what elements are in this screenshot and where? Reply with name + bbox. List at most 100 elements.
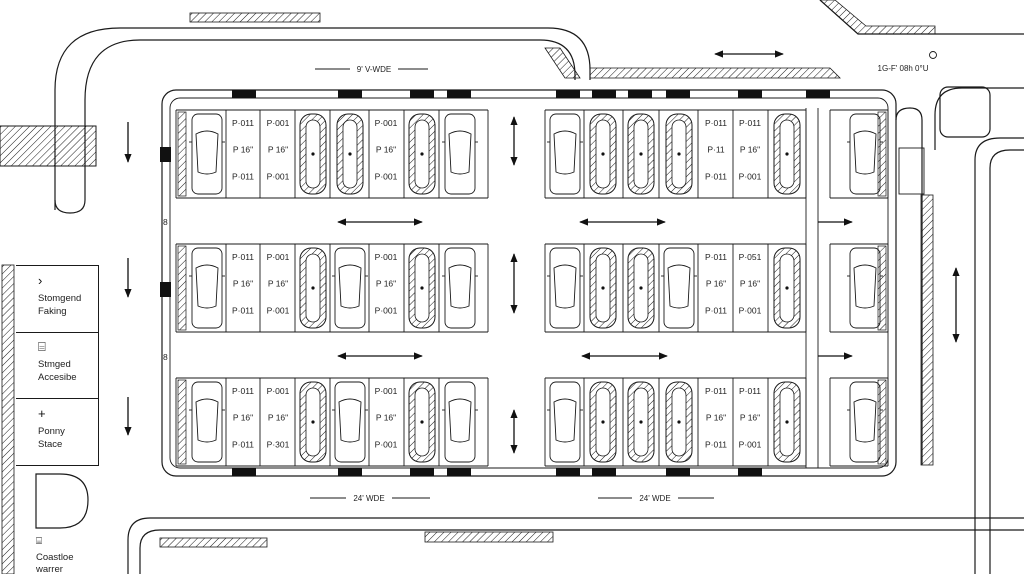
- legend-item-charging: ⌸ Coastloe warrer: [36, 536, 96, 576]
- hatched-side-band: [920, 194, 934, 466]
- car-icon: [444, 247, 476, 329]
- car-icon: [444, 113, 476, 195]
- stall-label: P 16": [740, 413, 760, 423]
- dimension-bottom-left: 24' WDE: [310, 494, 430, 503]
- legend-item-standard-parking: › Stomgend Faking: [16, 265, 99, 333]
- stall-label: P·301: [267, 439, 290, 449]
- legend-label: Stmged Accesibe: [38, 359, 77, 383]
- svg-text:24' WDE: 24' WDE: [353, 494, 384, 503]
- stall-label: P·11: [707, 145, 725, 155]
- stall-label: P·001: [375, 439, 398, 449]
- car-icon: [191, 381, 223, 463]
- dimension-bottom-right: 24' WDE: [598, 494, 714, 503]
- car-icon: [334, 381, 366, 463]
- stall-label: P 16": [706, 413, 726, 423]
- stall-label: P·001: [267, 118, 290, 128]
- stall-label: P·011: [232, 386, 254, 396]
- stall-label: P·011: [739, 118, 761, 128]
- stall-label: P·001: [375, 386, 398, 396]
- stall-label: P·011: [232, 439, 254, 449]
- stall-label: P 16": [233, 413, 253, 423]
- legend-item-accessible: ⌸ Stmged Accesibe: [16, 332, 99, 399]
- stall-label: P·011: [232, 171, 254, 181]
- stall-label: P·001: [375, 305, 398, 315]
- stall-label: P·001: [375, 118, 398, 128]
- dimension-top-right: 1G-F' 08h 0°U: [878, 64, 929, 73]
- stall-label: P·011: [705, 305, 727, 315]
- stall-label: P·011: [705, 386, 727, 396]
- survey-point: [929, 51, 937, 59]
- car-icon: [849, 113, 881, 195]
- stall-label: P 16": [706, 279, 726, 289]
- stall-label: P 16": [376, 145, 396, 155]
- car-icon: [334, 247, 366, 329]
- stall-label: P·001: [739, 171, 762, 181]
- svg-text:9' V-WDE: 9' V-WDE: [357, 65, 391, 74]
- stall-label: P 16": [233, 145, 253, 155]
- stall-label: P·011: [232, 118, 254, 128]
- car-icon: [549, 113, 581, 195]
- stall-label: P·001: [739, 439, 762, 449]
- svg-text:24' WDE: 24' WDE: [639, 494, 670, 503]
- car-icon: [849, 381, 881, 463]
- stall-label: P·011: [705, 118, 727, 128]
- stall-label: P·001: [267, 171, 290, 181]
- car-icon: [191, 113, 223, 195]
- chevron-icon: ›: [38, 273, 43, 288]
- hatched-corner: [819, 0, 936, 35]
- lamp-post-1: [160, 147, 171, 162]
- car-icon: [549, 247, 581, 329]
- stall-label: P 16": [268, 413, 288, 423]
- stall-label: P 16": [268, 279, 288, 289]
- hatched-legend-band: [1, 264, 15, 574]
- stall-label: P·001: [375, 252, 398, 262]
- charging-icon: ⌸: [36, 536, 42, 547]
- east-curb: [895, 107, 923, 465]
- car-icon: [663, 247, 695, 329]
- car-icon: [191, 247, 223, 329]
- stall-label: P·011: [739, 386, 761, 396]
- stall-label: P·001: [267, 305, 290, 315]
- stall-label: P·001: [739, 305, 762, 315]
- east-kiosk: [898, 147, 925, 195]
- hatched-strip-bottom: [424, 531, 554, 543]
- stall-label: P·011: [705, 252, 727, 262]
- dimension-top: 9' V-WDE: [315, 65, 428, 74]
- legend-item-priority-space: + Ponny Stace: [16, 399, 99, 466]
- stall-label: P 16": [268, 145, 288, 155]
- hatched-strip-top: [189, 12, 321, 23]
- aisle-arrows: [124, 50, 960, 454]
- car-icon: [444, 381, 476, 463]
- stall-label: P·001: [267, 386, 290, 396]
- car-icon: [549, 381, 581, 463]
- stall-label: P·011: [232, 252, 254, 262]
- aisle-marker-2: 8: [163, 352, 168, 362]
- hatched-top-band: [589, 67, 841, 79]
- stall-label: P 16": [376, 279, 396, 289]
- stall-label: P·011: [705, 171, 727, 181]
- car-icon: [849, 247, 881, 329]
- aisle-marker-1: 8: [163, 217, 168, 227]
- legend-label: Ponny Stace: [38, 426, 65, 450]
- accessible-icon: ⌸: [38, 339, 46, 354]
- hatched-ramp: [544, 47, 581, 79]
- stall-label: P 16": [740, 145, 760, 155]
- stall-label: P 16": [376, 413, 396, 423]
- stall-label: P·001: [267, 252, 290, 262]
- stall-label: P·051: [739, 252, 762, 262]
- access-road: [54, 0, 1024, 574]
- hatched-strip-bottom-left: [159, 537, 268, 548]
- legend-label: Coastloe warrer: [36, 552, 74, 575]
- legend-label: Stomgend Faking: [38, 293, 82, 317]
- crosswalk-left: [0, 125, 97, 167]
- bottom-left-kiosk: [35, 473, 89, 529]
- stall-label: P 16": [233, 279, 253, 289]
- edge-markers: [232, 90, 830, 476]
- stall-label: P·011: [232, 305, 254, 315]
- stall-label: P·011: [705, 439, 727, 449]
